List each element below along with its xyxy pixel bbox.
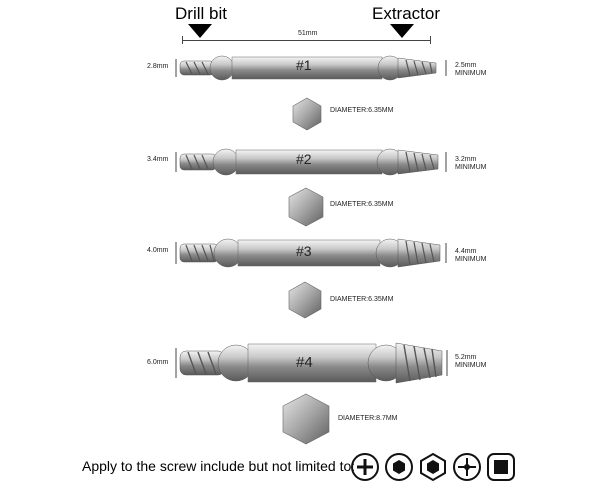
hex-head-icon: [420, 452, 446, 482]
hex-socket-icon: [385, 453, 413, 481]
drill-size-label: 3.4mm: [147, 156, 169, 163]
length-label: 51mm: [298, 30, 318, 37]
drill-bit-arrow: [188, 24, 212, 38]
hex-shank-icon-4: [282, 393, 330, 445]
double-ended-bit-2: [175, 148, 447, 176]
extractor-size-label: 2.5mm: [455, 62, 477, 69]
extractor-size-label: 5.2mm: [455, 354, 477, 361]
extractor-size-label: 4.4mm: [455, 248, 477, 255]
hex-shank-icon-2: [288, 187, 324, 227]
extractor-note: MINIMUM: [455, 256, 487, 263]
hex-shank-icon-1: [292, 97, 322, 131]
extractor-note: MINIMUM: [455, 164, 487, 171]
footer-text: Apply to the screw include but not limit…: [82, 458, 356, 474]
bit-number: #1: [296, 57, 312, 73]
drill-size-label: 4.0mm: [147, 247, 169, 254]
diameter-label: DIAMETER:6.35MM: [330, 107, 394, 114]
extractor-note: MINIMUM: [455, 70, 487, 77]
drill-size-label: 6.0mm: [147, 359, 169, 366]
bit-number: #3: [296, 243, 312, 259]
bit-number: #2: [296, 151, 312, 167]
double-ended-bit-1: [175, 55, 447, 81]
drill-bit-heading: Drill bit: [175, 4, 227, 23]
drill-size-label: 2.8mm: [147, 63, 169, 70]
diameter-label: DIAMETER:6.35MM: [330, 296, 394, 303]
extractor-note: MINIMUM: [455, 362, 487, 369]
double-ended-bit-3: [175, 238, 447, 268]
phillips-icon: [351, 453, 379, 481]
hex-shank-icon-3: [288, 281, 322, 319]
diameter-label: DIAMETER:8.7MM: [338, 415, 398, 422]
diameter-label: DIAMETER:6.35MM: [330, 201, 394, 208]
extractor-size-label: 3.2mm: [455, 156, 477, 163]
square-drive-icon: [487, 453, 515, 481]
bit-number: #4: [296, 354, 313, 371]
torx-icon: [453, 453, 481, 481]
extractor-arrow: [390, 24, 414, 38]
extractor-heading: Extractor: [372, 4, 441, 23]
double-ended-bit-4: [175, 342, 448, 384]
